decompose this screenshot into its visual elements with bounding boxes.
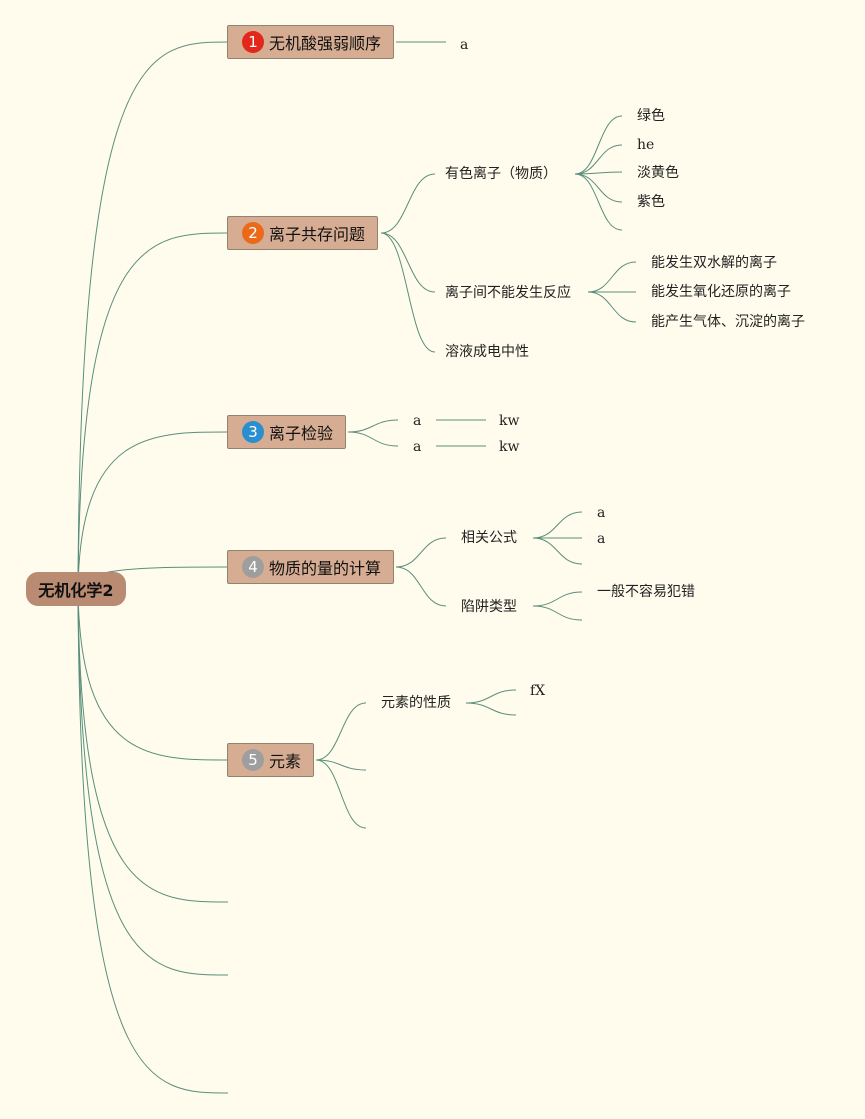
topic-4[interactable]: 4 物质的量的计算 bbox=[227, 550, 395, 584]
topic-2[interactable]: 2 离子共存问题 bbox=[227, 216, 379, 250]
connector-line-2 bbox=[77, 431, 229, 591]
subtopic-element-properties[interactable]: 元素的性质 bbox=[377, 694, 455, 712]
connector-line-0 bbox=[77, 41, 229, 591]
connector-line-15 bbox=[574, 173, 623, 203]
connector-line-11 bbox=[380, 232, 436, 353]
topic-number-badge-1: 1 bbox=[242, 31, 264, 53]
leaf-pale-yellow[interactable]: 淡黄色 bbox=[633, 164, 683, 182]
leaf-formula-a-1[interactable]: a bbox=[593, 504, 610, 522]
connector-line-33 bbox=[315, 759, 367, 829]
subtopic-traps[interactable]: 陷阱类型 bbox=[457, 598, 521, 616]
connector-line-5 bbox=[77, 589, 229, 903]
connector-line-6 bbox=[77, 589, 229, 976]
connector-line-34 bbox=[465, 689, 517, 704]
topic-number-badge-5: 5 bbox=[242, 749, 264, 771]
connector-line-29 bbox=[532, 591, 583, 607]
root-node[interactable]: 无机化学2 bbox=[26, 572, 126, 606]
subtopic-no-reaction[interactable]: 离子间不能发生反应 bbox=[441, 284, 575, 302]
leaf-fx[interactable]: fX bbox=[526, 682, 550, 700]
connector-line-24 bbox=[395, 537, 447, 568]
connector-line-28 bbox=[532, 537, 583, 565]
topic-1[interactable]: 1 无机酸强弱顺序 bbox=[227, 25, 395, 59]
leaf-gas-precipitate[interactable]: 能产生气体、沉淀的离子 bbox=[647, 313, 809, 331]
connector-line-14 bbox=[574, 171, 623, 175]
connector-line-19 bbox=[587, 291, 637, 323]
connector-line-13 bbox=[574, 144, 623, 175]
connector-line-10 bbox=[380, 232, 436, 293]
connector-line-16 bbox=[574, 173, 623, 231]
leaf-green[interactable]: 绿色 bbox=[633, 107, 669, 125]
connector-line-20 bbox=[347, 419, 399, 433]
leaf-kw-1[interactable]: kw bbox=[495, 412, 524, 430]
topic-5[interactable]: 5 元素 bbox=[227, 743, 315, 777]
topic-label: 元素 bbox=[269, 752, 302, 771]
leaf-formula-a-2[interactable]: a bbox=[593, 530, 610, 548]
topic-number-badge-4: 4 bbox=[242, 556, 264, 578]
leaf-redox[interactable]: 能发生氧化还原的离子 bbox=[647, 283, 795, 301]
leaf-kw-2[interactable]: kw bbox=[495, 438, 524, 456]
connector-line-7 bbox=[77, 589, 229, 1094]
connector-line-4 bbox=[77, 589, 229, 761]
topic-label: 离子共存问题 bbox=[269, 225, 366, 244]
connector-line-31 bbox=[315, 702, 367, 761]
topic-3[interactable]: 3 离子检验 bbox=[227, 415, 347, 449]
subtopic-formulas[interactable]: 相关公式 bbox=[457, 529, 521, 547]
connector-line-25 bbox=[395, 566, 447, 607]
topic-label: 离子检验 bbox=[269, 424, 334, 443]
connector-line-32 bbox=[315, 759, 367, 771]
topic-number-badge-3: 3 bbox=[242, 421, 264, 443]
subtopic-colored-ions[interactable]: 有色离子（物质） bbox=[441, 165, 561, 183]
leaf-purple[interactable]: 紫色 bbox=[633, 193, 669, 211]
subtopic-a-1[interactable]: a bbox=[409, 412, 426, 430]
connector-line-30 bbox=[532, 605, 583, 621]
leaf-double-hydrolysis[interactable]: 能发生双水解的离子 bbox=[647, 254, 781, 272]
subtopic-a-2[interactable]: a bbox=[409, 438, 426, 456]
connector-line-21 bbox=[347, 431, 399, 447]
connector-line-17 bbox=[587, 261, 637, 293]
topic-label: 无机酸强弱顺序 bbox=[269, 34, 382, 53]
subtopic-electroneutral[interactable]: 溶液成电中性 bbox=[441, 343, 533, 361]
leaf-he[interactable]: he bbox=[633, 136, 659, 154]
topic-label: 物质的量的计算 bbox=[269, 559, 382, 578]
topic-number-badge-2: 2 bbox=[242, 222, 264, 244]
leaf-rarely-wrong[interactable]: 一般不容易犯错 bbox=[593, 583, 699, 601]
connector-line-12 bbox=[574, 115, 623, 175]
connector-line-35 bbox=[465, 702, 517, 716]
connector-line-1 bbox=[77, 232, 229, 591]
topic-1-leaf-a[interactable]: a bbox=[456, 36, 473, 54]
connector-line-9 bbox=[380, 173, 436, 234]
connector-line-26 bbox=[532, 511, 583, 539]
